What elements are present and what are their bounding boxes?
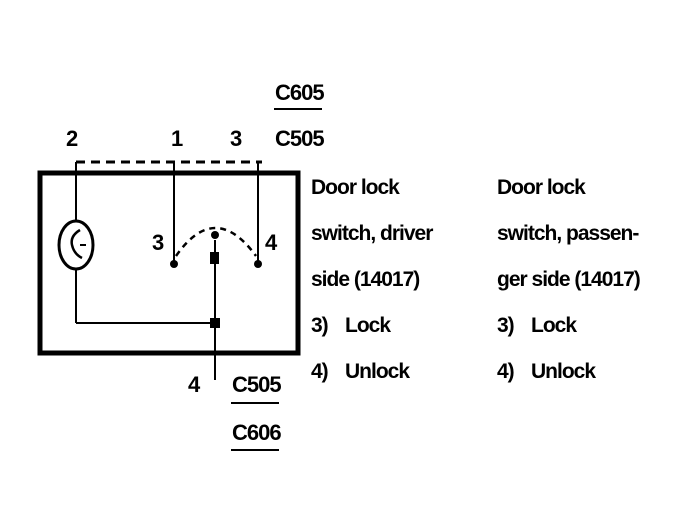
driver-item-lock-num: 3) [311,314,329,337]
bottom-connector-upper: C505 [232,372,281,397]
passenger-item-unlock: 4) Unlock [497,349,640,395]
bottom-connector-lower: C606 [232,420,281,445]
pin-label-4-bottom: 4 [188,372,201,397]
contact-3-dot [170,260,178,268]
driver-item-lock-label: Lock [345,314,391,337]
passenger-item-unlock-label: Unlock [531,360,596,383]
passenger-title-line-3: ger side (14017) [497,268,641,291]
pin-label-1: 1 [171,126,183,151]
driver-title-line-3: side (14017) [311,268,420,291]
passenger-item-unlock-num: 4) [497,360,515,383]
driver-item-unlock-label: Unlock [345,360,410,383]
contact-4-dot [254,260,262,268]
passenger-item-lock: 3) Lock [497,303,640,349]
passenger-item-lock-num: 3) [497,314,515,337]
passenger-title-line-2: switch, passen- [497,222,639,245]
actuator-coil-icon [70,228,83,260]
passenger-item-lock-label: Lock [531,314,577,337]
contact-label-4: 4 [265,230,278,255]
driver-item-lock: 3) Lock [311,303,432,349]
driver-item-unlock-num: 4) [311,360,329,383]
pin-label-2: 2 [66,126,78,151]
contact-label-3: 3 [152,230,164,255]
rocker-pivot [211,231,219,239]
passenger-switch-legend: Door lock switch, passen- ger side (1401… [497,165,641,395]
rocker-arc [174,226,258,257]
switch-housing [37,170,301,356]
junction-node [210,318,220,328]
top-connector-lower: C505 [275,126,324,151]
driver-item-unlock: 4) Unlock [311,349,432,395]
actuator-symbol [57,219,95,271]
driver-switch-legend: Door lock switch, driver side (14017) 3)… [311,165,433,395]
driver-title-line-2: switch, driver [311,222,433,245]
pin-label-3-top: 3 [230,126,242,151]
driver-title-line-1: Door lock [311,176,400,199]
passenger-title-line-1: Door lock [497,176,586,199]
top-connector-upper: C605 [275,80,324,105]
